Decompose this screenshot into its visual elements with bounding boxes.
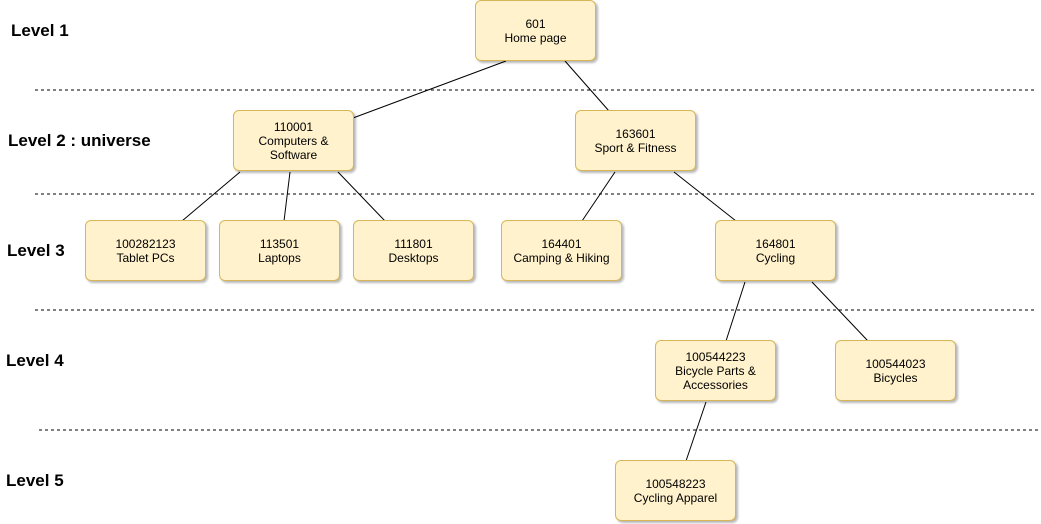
edge-sport-cycling [673, 171, 737, 222]
level-2-label: Level 2 : universe [8, 131, 151, 150]
node-id: 113501 [259, 236, 300, 251]
level-1-label: Level 1 [11, 21, 69, 40]
node-id: 100544023 [865, 356, 926, 371]
node-name: Desktops [388, 250, 439, 265]
node-sport-fitness: 163601 Sport & Fitness [575, 110, 696, 171]
node-id: 100282123 [115, 236, 176, 251]
level-5-label: Level 5 [6, 471, 64, 490]
node-id: 601 [525, 16, 546, 31]
node-name: Bicycle Parts & [675, 363, 756, 378]
node-name: Computers & [258, 133, 329, 148]
node-cycling: 164801 Cycling [715, 220, 836, 281]
node-name: Accessories [683, 377, 748, 392]
node-name: Laptops [258, 250, 301, 265]
node-tablet-pcs: 100282123 Tablet PCs [85, 220, 206, 281]
node-name: Cycling [755, 250, 796, 265]
edge-cycling-bike-parts [725, 281, 746, 342]
edge-computers-desktops [337, 171, 386, 222]
edge-computers-tablets [181, 171, 241, 222]
edge-home-computers [352, 60, 507, 119]
node-id: 100548223 [645, 476, 706, 491]
node-id: 164401 [541, 236, 582, 251]
edge-sport-camping [581, 171, 616, 222]
node-name: Camping & Hiking [513, 250, 610, 265]
node-id: 110001 [273, 119, 314, 134]
node-desktops: 111801 Desktops [353, 220, 474, 281]
node-id: 163601 [615, 126, 656, 141]
node-computers-software: 110001 Computers & Software [233, 110, 354, 171]
edge-computers-laptops [283, 171, 291, 222]
node-name: Bicycles [873, 370, 918, 385]
node-cycling-apparel: 100548223 Cycling Apparel [615, 460, 736, 521]
edge-bike-parts-apparel [685, 401, 707, 462]
node-name: Sport & Fitness [594, 140, 677, 155]
node-laptops: 113501 Laptops [219, 220, 340, 281]
node-camping-hiking: 164401 Camping & Hiking [501, 220, 622, 281]
edge-home-sport [564, 60, 610, 112]
node-name: Tablet PCs [116, 250, 175, 265]
node-home-page: 601 Home page [475, 0, 596, 61]
node-name: Cycling Apparel [633, 490, 718, 505]
edge-cycling-bicycles [811, 281, 869, 342]
node-bicycle-parts-accessories: 100544223 Bicycle Parts & Accessories [655, 340, 776, 401]
node-id: 111801 [394, 236, 433, 251]
level-3-label: Level 3 [7, 241, 65, 260]
node-name: Software [269, 147, 318, 162]
level-4-label: Level 4 [6, 351, 64, 370]
node-bicycles: 100544023 Bicycles [835, 340, 956, 401]
node-name: Home page [504, 30, 567, 45]
node-id: 100544223 [685, 349, 746, 364]
node-id: 164801 [755, 236, 796, 251]
